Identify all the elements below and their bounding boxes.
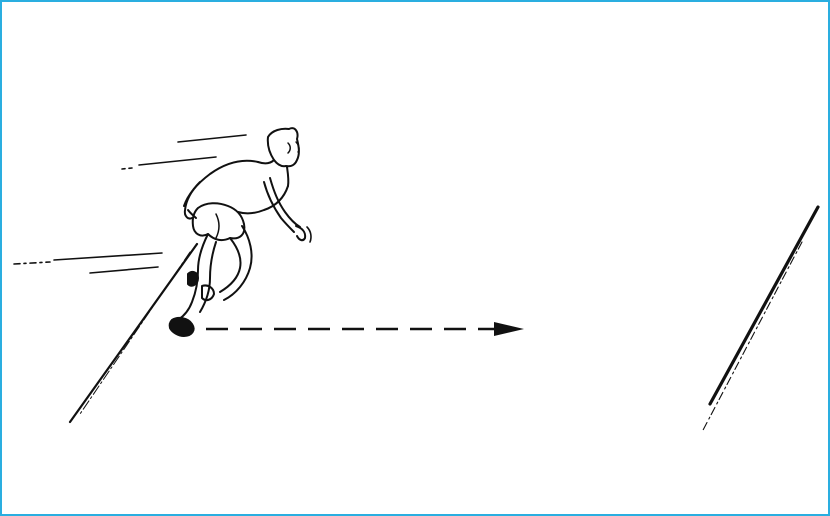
runner-front-arm (270, 178, 300, 227)
arrow-head-icon (494, 322, 524, 336)
runner-foot (170, 318, 194, 336)
speed-line (90, 267, 158, 273)
runner-front-leg (220, 238, 241, 292)
speed-line (122, 168, 132, 169)
speed-line (14, 262, 50, 264)
speed-line (139, 157, 216, 165)
speed-line (178, 135, 246, 142)
speed-line (54, 253, 162, 260)
dashed-arrow (206, 322, 524, 336)
runner-back-arm (185, 182, 200, 219)
runner-torso (184, 161, 258, 206)
finish-line (702, 207, 818, 432)
